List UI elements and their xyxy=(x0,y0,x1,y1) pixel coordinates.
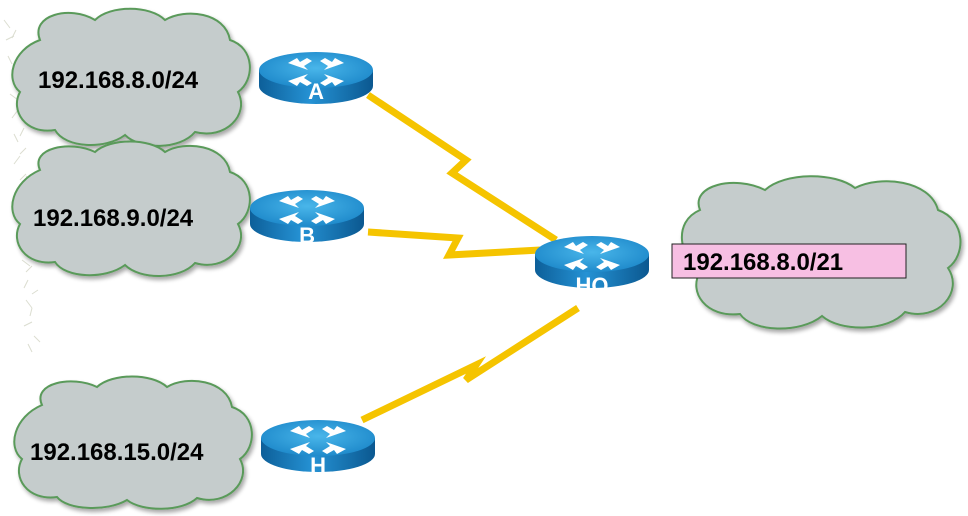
summary-route-box xyxy=(671,243,907,279)
link-a-hq xyxy=(366,92,558,243)
router-hq[interactable]: HQ xyxy=(535,236,649,298)
wan-links xyxy=(360,92,580,424)
subnet-b-label: 192.168.9.0/24 xyxy=(33,205,194,232)
router-h[interactable]: H xyxy=(261,420,375,478)
cloud-a xyxy=(11,7,251,147)
cloud-h xyxy=(13,375,253,510)
router-hq-label: HQ xyxy=(576,273,609,298)
subnet-h-label: 192.168.15.0/24 xyxy=(30,439,204,466)
router-a-label: A xyxy=(308,79,324,104)
router-b[interactable]: B xyxy=(250,190,364,248)
router-h-label: H xyxy=(310,453,326,478)
router-a[interactable]: A xyxy=(259,52,373,104)
link-b-hq xyxy=(367,228,541,259)
router-b-label: B xyxy=(299,223,315,248)
subnet-a-label: 192.168.8.0/24 xyxy=(38,67,199,94)
summary-route-label: 192.168.8.0/21 xyxy=(683,249,843,276)
cloud-b xyxy=(11,140,251,277)
link-h-hq xyxy=(360,305,580,424)
